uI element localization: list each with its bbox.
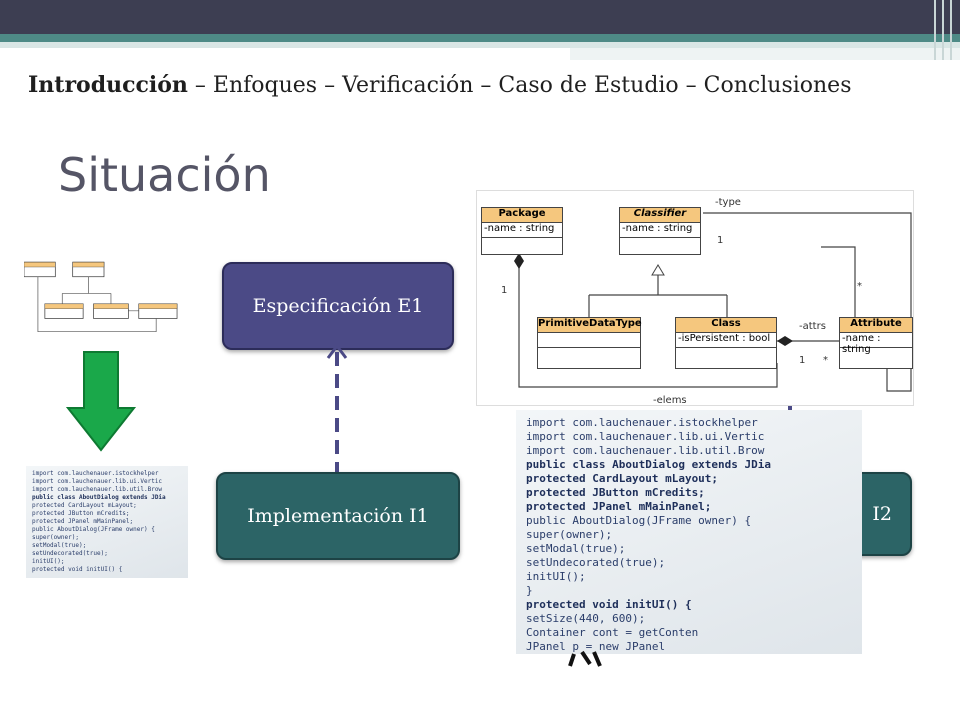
refines-arrow [326, 344, 348, 472]
code-line: setUndecorated(true); [526, 556, 666, 569]
uml-class-class: Class -isPersistent : bool [675, 317, 777, 369]
header-line [934, 0, 936, 60]
uml-multiplicity: 1 [501, 285, 507, 296]
code-line: Container cont = getConten [526, 626, 699, 639]
header-light-bar [0, 42, 960, 48]
uml-class-classifier: Classifier -name : string [619, 207, 701, 255]
slide-title: Situación [58, 148, 271, 202]
header-line [950, 0, 952, 60]
uml-multiplicity: 1 [717, 235, 723, 246]
uml-elems-label: -elems [653, 395, 687, 405]
code-line: setModal(true); [32, 542, 87, 549]
code-line: initUI(); [32, 558, 65, 565]
uml-class-attr: -name : string [620, 223, 700, 238]
uml-class-attr: -name : string [482, 223, 562, 238]
code-line: import com.lauchenauer.istockhelper [526, 416, 758, 429]
code-line: public AboutDialog(JFrame owner) { [32, 526, 155, 533]
uml-class-attr: -name : string [840, 333, 912, 355]
hand-drawn-fragment [568, 650, 602, 667]
uml-attrs-label: -attrs [799, 321, 826, 332]
header-line [942, 0, 944, 60]
uml-multiplicity: 1 [799, 355, 805, 366]
uml-class-primitive: PrimitiveDataType [537, 317, 642, 369]
uml-class-name: Class [676, 318, 776, 333]
uml-class-name: Attribute [840, 318, 912, 333]
header-light-bar-2 [570, 48, 960, 60]
uml-thumbnail [24, 261, 178, 333]
code-line: import com.lauchenauer.lib.ui.Vertic [32, 478, 163, 485]
uml-class-name: PrimitiveDataType [538, 318, 642, 333]
code-line: protected CardLayout mLayout; [32, 502, 137, 509]
code-line: setSize(440, 600); [526, 612, 646, 625]
code-line: protected void initUI() { [526, 598, 692, 611]
uml-class-attr: -isPersistent : bool [676, 333, 776, 348]
code-line: protected CardLayout mLayout; [526, 472, 719, 485]
code-line: protected JButton mCredits; [32, 510, 130, 517]
header-accent-bar [0, 34, 960, 42]
code-line: protected JPanel mMainPanel; [526, 500, 712, 513]
uml-multiplicity: * [823, 355, 828, 366]
uml-type-label: -type [715, 197, 741, 208]
code-line: super(owner); [32, 534, 79, 541]
header-bar [0, 0, 960, 34]
code-line: import com.lauchenauer.lib.ui.Vertic [526, 430, 765, 443]
code-line: public class AboutDialog extends JDia [526, 458, 772, 471]
uml-multiplicity: * [857, 281, 862, 292]
code-line: import com.lauchenauer.lib.util.Brow [526, 444, 765, 457]
code-line: import com.lauchenauer.lib.util.Brow [32, 486, 163, 493]
specification-node: Especificación E1 [222, 262, 454, 350]
code-line: protected void initUI() { [32, 566, 123, 573]
breadcrumb-rest: – Enfoques – Verificación – Caso de Estu… [187, 73, 852, 98]
code-line: setModal(true); [526, 542, 626, 555]
code-line: public class AboutDialog extends JDia [32, 494, 166, 501]
code-line: initUI(); [526, 570, 586, 583]
uml-class-package: Package -name : string [481, 207, 563, 255]
uml-class-name: Classifier [620, 208, 700, 223]
code-line: public AboutDialog(JFrame owner) { [526, 514, 752, 527]
code-line: setUndecorated(true); [32, 550, 108, 557]
code-line: } [526, 584, 533, 597]
implementation-i2-label: I2 [872, 503, 892, 525]
uml-connectors: -type 1 1 * -attrs 1 * -elems [501, 197, 912, 405]
down-arrow-icon [66, 351, 137, 452]
code-thumbnail: import com.lauchenauer.istockhelper impo… [26, 466, 188, 578]
code-line: super(owner); [526, 528, 613, 541]
breadcrumb-current: Introducción [28, 72, 188, 98]
uml-diagram: -type 1 1 * -attrs 1 * -elems Package -n… [476, 190, 914, 406]
code-line: import com.lauchenauer.istockhelper [32, 470, 159, 477]
implementation-i1-node: Implementación I1 [216, 472, 460, 560]
uml-class-name: Package [482, 208, 562, 223]
code-line: protected JButton mCredits; [526, 486, 705, 499]
breadcrumb: Introducción – Enfoques – Verificación –… [28, 72, 852, 98]
code-line: JPanel p = new JPanel [526, 640, 666, 653]
uml-class-attribute: Attribute -name : string [839, 317, 913, 369]
code-line: protected JPanel mMainPanel; [32, 518, 134, 525]
code-image: import com.lauchenauer.istockhelper impo… [516, 410, 862, 654]
